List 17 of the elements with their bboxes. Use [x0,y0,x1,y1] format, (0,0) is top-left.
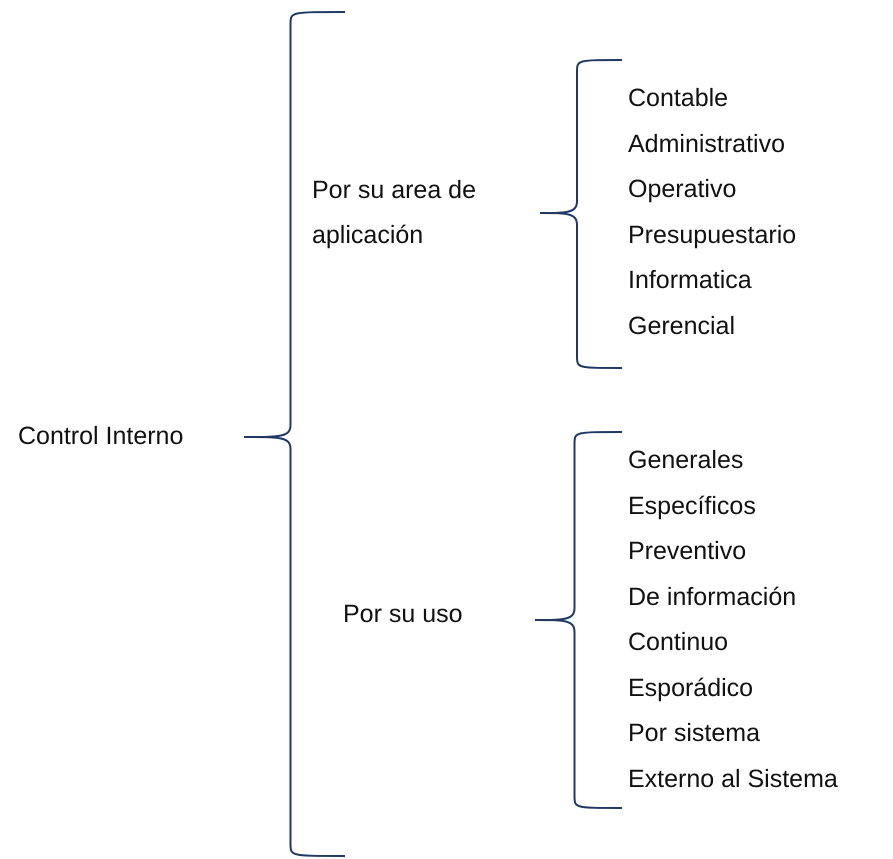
label-text: Operativo [628,174,738,205]
label-text: Gerencial [628,310,736,342]
label-text: Informatica [628,265,753,296]
label-text: Por su area de aplicación [312,175,477,251]
label-text: Generales [628,445,744,476]
label-text: Específicos [628,490,757,522]
label-text: Continuo [628,627,730,658]
label-text: De información [628,582,798,612]
label-text: Presupuestario [628,220,798,250]
label-text: Externo al Sistema [628,764,839,794]
label-text: Esporádico [628,672,754,704]
label-text: Preventivo [628,536,748,567]
label-text: Por su uso [343,599,464,630]
label-text: Control Interno [18,421,184,452]
label-text: Administrativo [628,128,786,160]
label-text: Por sistema [628,718,761,749]
label-text: Contable [628,83,730,114]
